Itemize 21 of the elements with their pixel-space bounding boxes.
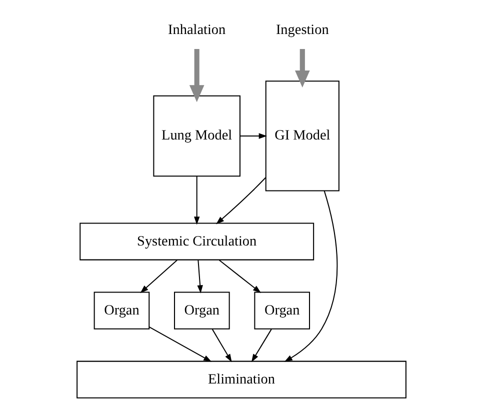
arrow	[148, 326, 212, 362]
node-text: Inhalation	[168, 22, 226, 38]
arrow	[251, 328, 272, 362]
arrow	[216, 177, 266, 224]
node-box: Organ	[254, 292, 310, 330]
node-box: GI Model	[265, 80, 340, 192]
arrow	[189, 48, 204, 102]
arrow	[194, 176, 200, 225]
arrow	[240, 133, 267, 139]
arrow	[212, 328, 232, 362]
node-box: Organ	[94, 292, 150, 330]
node-box: Lung Model	[153, 95, 240, 177]
arrow	[294, 48, 310, 88]
node-box: Systemic Circulation	[80, 222, 314, 260]
arrow	[140, 260, 178, 294]
arrow	[197, 260, 203, 294]
node-box: Organ	[174, 292, 230, 330]
node-text: Ingestion	[276, 22, 329, 38]
node-box: Elimination	[76, 360, 406, 398]
arrow	[218, 260, 262, 294]
arrow	[284, 190, 338, 362]
